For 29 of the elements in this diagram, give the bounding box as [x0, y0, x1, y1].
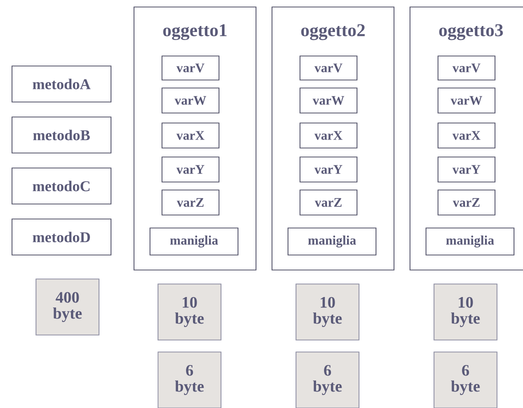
- variable-box: varY: [438, 156, 496, 182]
- variable-box: varZ: [300, 190, 358, 216]
- variable-box: varW: [162, 88, 220, 114]
- size-box: 10 byte: [296, 284, 360, 340]
- handle-box: maniglia: [426, 228, 514, 256]
- method-box: metodoA: [12, 66, 112, 102]
- variable-box: varX: [300, 122, 358, 148]
- handle-box: maniglia: [150, 228, 238, 256]
- method-box: metodoC: [12, 168, 112, 204]
- method-box: metodoD: [12, 218, 112, 256]
- variable-box: varY: [162, 156, 220, 182]
- variable-box: varZ: [438, 190, 496, 216]
- variable-box: varY: [300, 156, 358, 182]
- size-box: 10 byte: [434, 284, 498, 340]
- size-box: 6 byte: [434, 352, 498, 408]
- method-box: metodoB: [12, 116, 112, 154]
- size-box: 6 byte: [158, 352, 222, 408]
- variable-box: varX: [162, 122, 220, 148]
- variable-box: varW: [300, 88, 358, 114]
- variable-box: varX: [438, 122, 496, 148]
- size-box: 400 byte: [36, 278, 100, 336]
- variable-box: varV: [300, 56, 358, 80]
- handle-box: maniglia: [288, 228, 376, 256]
- variable-box: varV: [438, 56, 496, 80]
- variable-box: varZ: [162, 190, 220, 216]
- size-box: 10 byte: [158, 284, 222, 340]
- size-box: 6 byte: [296, 352, 360, 408]
- variable-box: varW: [438, 88, 496, 114]
- variable-box: varV: [162, 56, 220, 80]
